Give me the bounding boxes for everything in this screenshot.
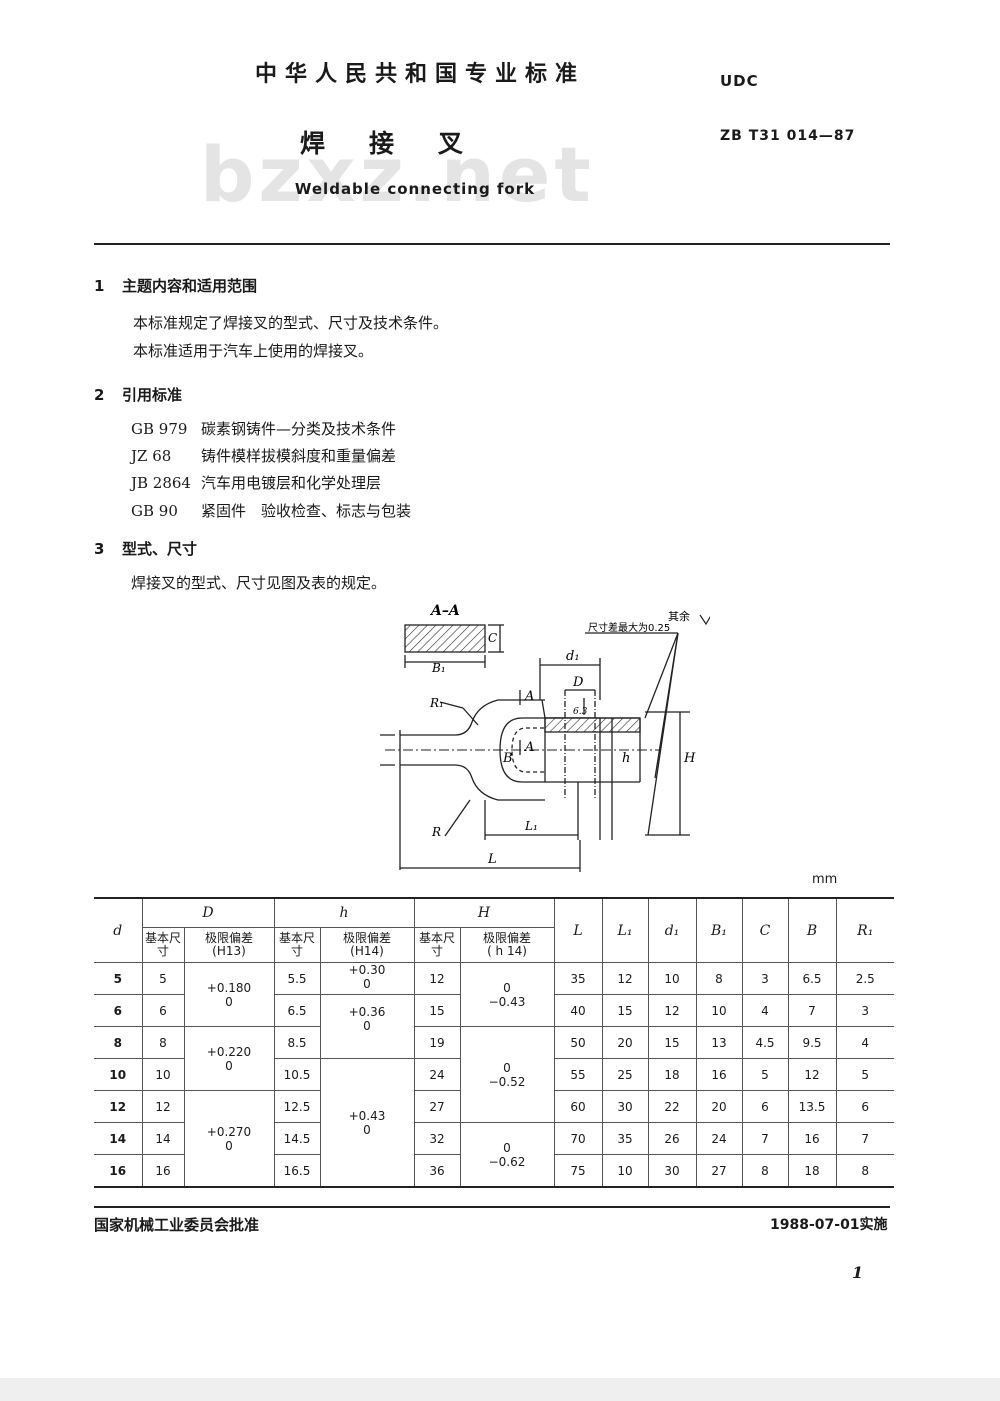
reference-name: 紧固件 验收检查、标志与包装 xyxy=(201,502,412,520)
reference-name: 汽车用电镀层和化学处理层 xyxy=(201,474,382,492)
svg-text:D: D xyxy=(572,675,584,690)
udc-label: UDC xyxy=(720,72,759,90)
section-title: 引用标准 xyxy=(122,386,183,404)
col-head-C: C xyxy=(741,898,789,963)
watermark: bzxz.net xyxy=(200,130,595,219)
footer-rule xyxy=(94,1206,890,1208)
reference-code: GB 90 xyxy=(131,502,178,520)
org-title: 中华人民共和国专业标准 xyxy=(254,62,585,87)
col-head-d1: d₁ xyxy=(647,898,697,963)
col-head-B: B xyxy=(787,898,837,963)
fork-drawing: A–A C B₁ d₁ D A A R₁ R d B h H L₁ L 6.3 … xyxy=(380,603,710,872)
col-head-H: H xyxy=(413,898,555,928)
reference-item: JZ 68 铸件模样拔模斜度和重量偏差 xyxy=(131,445,396,466)
section-title: 主题内容和适用范围 xyxy=(122,277,258,295)
col-head-h: h xyxy=(273,898,415,928)
roughness-note: 其余 xyxy=(668,609,690,623)
dimension-table: d D h H L L₁ d₁ B₁ C B R₁ 基本尺寸 极限偏差(H13)… xyxy=(94,897,894,1188)
reference-item: GB 90 紧固件 验收检查、标志与包装 xyxy=(131,500,411,521)
reference-name: 铸件模样拔模斜度和重量偏差 xyxy=(201,447,397,465)
standard-number: ZB T31 014—87 xyxy=(720,128,856,144)
col-head-basic: 基本尺寸 xyxy=(273,927,321,963)
reference-code: GB 979 xyxy=(131,420,188,438)
col-head-R1: R₁ xyxy=(835,898,894,963)
H-deviation: 0−0.43 xyxy=(459,962,555,1027)
approval-authority: 国家机械工业委员会批准 xyxy=(94,1216,260,1234)
col-head-L: L xyxy=(553,898,603,963)
H-deviation: 0−0.52 xyxy=(459,1026,555,1123)
col-head-basic: 基本尺寸 xyxy=(413,927,461,963)
col-head-basic: 基本尺寸 xyxy=(142,927,185,963)
col-head-d: d xyxy=(94,898,143,963)
reference-code: JB 2864 xyxy=(131,474,191,492)
col-head-limit: 极限偏差(H13) xyxy=(183,927,275,963)
reference-item: GB 979 碳素钢铸件—分类及技术条件 xyxy=(131,418,396,439)
svg-text:d₁: d₁ xyxy=(566,649,580,664)
col-head-B1: B₁ xyxy=(695,898,743,963)
header-rule xyxy=(94,243,890,245)
svg-text:L: L xyxy=(487,852,497,867)
section-number: 3 xyxy=(94,540,105,558)
reference-name: 碳素钢铸件—分类及技术条件 xyxy=(201,420,397,438)
col-head-limit: 极限偏差(H14) xyxy=(319,927,415,963)
section-label: A–A xyxy=(429,603,460,619)
svg-text:C: C xyxy=(488,631,497,645)
section-2-heading: 2 引用标准 xyxy=(94,384,182,405)
page-number: 1 xyxy=(852,1263,864,1282)
svg-text:B₁: B₁ xyxy=(431,661,446,675)
svg-text:h: h xyxy=(622,751,630,766)
svg-text:L₁: L₁ xyxy=(524,819,538,833)
standard-title: 焊接叉 xyxy=(300,129,508,158)
section-1-heading: 1 主题内容和适用范围 xyxy=(94,275,257,296)
svg-text:A: A xyxy=(524,740,534,755)
unit-label: mm xyxy=(812,872,838,887)
svg-text:R₁: R₁ xyxy=(429,696,444,710)
svg-text:B: B xyxy=(502,751,513,766)
svg-text:6.3: 6.3 xyxy=(573,707,588,717)
col-head-L1: L₁ xyxy=(601,898,649,963)
effective-date: 1988-07-01实施 xyxy=(770,1217,888,1233)
col-head-D: D xyxy=(141,898,275,928)
section-number: 1 xyxy=(94,277,105,295)
svg-text:H: H xyxy=(683,751,696,766)
section-title: 型式、尺寸 xyxy=(122,540,198,558)
paragraph: 本标准适用于汽车上使用的焊接叉。 xyxy=(133,342,374,360)
reference-item: JB 2864 汽车用电镀层和化学处理层 xyxy=(131,472,381,493)
svg-text:R: R xyxy=(431,825,441,839)
paragraph: 本标准规定了焊接叉的型式、尺寸及技术条件。 xyxy=(133,314,449,332)
svg-text:A: A xyxy=(524,689,534,704)
section-3-heading: 3 型式、尺寸 xyxy=(94,538,197,559)
reference-code: JZ 68 xyxy=(131,447,172,465)
tolerance-note: 尺寸差最大为0.25 xyxy=(588,621,670,634)
H-deviation: 0−0.62 xyxy=(459,1122,555,1188)
section-aa-hatch xyxy=(404,624,486,653)
section-number: 2 xyxy=(94,386,105,404)
paragraph: 焊接叉的型式、尺寸见图及表的规定。 xyxy=(131,574,387,592)
bottom-strip xyxy=(0,1378,1000,1401)
col-head-limit: 极限偏差( h 14) xyxy=(459,927,554,963)
standard-title-en: Weldable connecting fork xyxy=(294,180,536,198)
